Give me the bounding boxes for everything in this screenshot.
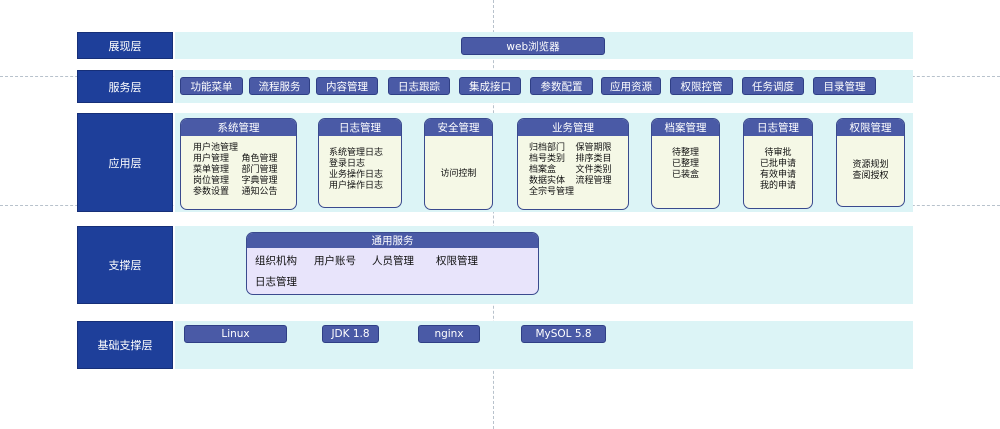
module-item: 我的申请 bbox=[759, 181, 796, 191]
module-item: 查阅授权 bbox=[852, 171, 889, 181]
module-title: 日志管理 bbox=[744, 119, 812, 136]
service-item: 权限控管 bbox=[670, 77, 733, 95]
module-item: 部门管理 bbox=[241, 165, 278, 175]
base-item: Linux bbox=[184, 325, 287, 343]
module-title: 安全管理 bbox=[425, 119, 492, 136]
module-title: 系统管理 bbox=[181, 119, 296, 136]
base-item: MySOL 5.8 bbox=[521, 325, 606, 343]
layer-label-service: 服务层 bbox=[77, 70, 173, 103]
support-item: 用户账号 bbox=[314, 255, 356, 267]
module-title: 业务管理 bbox=[518, 119, 628, 136]
module-item: 用户池管理 bbox=[193, 143, 239, 153]
module-item: 用户操作日志 bbox=[329, 181, 384, 191]
base-item: nginx bbox=[418, 325, 480, 343]
common-services-panel: 通用服务 组织机构 用户账号 人员管理 权限管理 日志管理 bbox=[246, 232, 539, 295]
layer-label-base: 基础支撑层 bbox=[77, 321, 173, 369]
module-item: 文件类别 bbox=[575, 165, 612, 175]
module-item: 保管期限 bbox=[575, 143, 612, 153]
module-item: 字典管理 bbox=[241, 176, 278, 186]
module-item: 有效申请 bbox=[759, 170, 796, 180]
module-item: 排序类目 bbox=[575, 154, 612, 164]
module-item: 档号类别 bbox=[529, 154, 566, 164]
module-permission-management: 权限管理 资源规划 查阅授权 bbox=[836, 118, 905, 207]
module-item: 归档部门 bbox=[529, 143, 566, 153]
module-item: 已批申请 bbox=[759, 159, 796, 169]
service-item: 流程服务 bbox=[249, 77, 310, 95]
base-item: JDK 1.8 bbox=[322, 325, 379, 343]
module-log-management: 日志管理 系统管理日志 登录日志 业务操作日志 用户操作日志 bbox=[318, 118, 402, 208]
module-item: 菜单管理 bbox=[193, 165, 230, 175]
module-security-management: 安全管理 访问控制 bbox=[424, 118, 493, 210]
module-item: 待整理 bbox=[671, 148, 699, 158]
module-item: 角色管理 bbox=[241, 154, 278, 164]
service-item: 内容管理 bbox=[316, 77, 378, 95]
layer-label-application: 应用层 bbox=[77, 113, 173, 212]
module-item: 登录日志 bbox=[329, 159, 366, 169]
module-item: 数据实体 bbox=[529, 176, 566, 186]
module-item: 通知公告 bbox=[241, 187, 278, 197]
support-item: 组织机构 bbox=[255, 255, 297, 267]
support-item: 权限管理 bbox=[436, 255, 478, 267]
module-archive-management: 档案管理 待整理 已整理 已装盒 bbox=[651, 118, 720, 209]
module-title: 档案管理 bbox=[652, 119, 719, 136]
module-item: 全宗号管理 bbox=[529, 187, 575, 197]
module-system-management: 系统管理 用户池管理 用户管理 菜单管理 岗位管理 参数设置 角色管理 部门管理… bbox=[180, 118, 297, 210]
service-item: 集成接口 bbox=[459, 77, 521, 95]
vertical-guide-line bbox=[493, 0, 494, 429]
module-item: 用户管理 bbox=[193, 154, 230, 164]
layer-label-support: 支撑层 bbox=[77, 226, 173, 304]
module-item: 系统管理日志 bbox=[329, 148, 384, 158]
service-item: 功能菜单 bbox=[180, 77, 243, 95]
module-item: 参数设置 bbox=[193, 187, 230, 197]
module-item: 岗位管理 bbox=[193, 176, 230, 186]
service-item: 任务调度 bbox=[742, 77, 804, 95]
service-item: 参数配置 bbox=[530, 77, 593, 95]
service-item: 日志跟踪 bbox=[388, 77, 450, 95]
web-browser-box: web浏览器 bbox=[461, 37, 605, 55]
service-item: 应用资源 bbox=[601, 77, 661, 95]
module-item bbox=[242, 143, 291, 154]
module-item: 已整理 bbox=[671, 159, 699, 169]
panel-title: 通用服务 bbox=[247, 233, 538, 248]
module-item: 待审批 bbox=[764, 148, 792, 158]
module-title: 日志管理 bbox=[319, 119, 401, 136]
module-title: 权限管理 bbox=[837, 119, 904, 136]
support-item: 日志管理 bbox=[255, 276, 297, 288]
support-item: 人员管理 bbox=[372, 255, 414, 267]
layer-label-presentation: 展现层 bbox=[77, 32, 173, 59]
module-item: 档案盒 bbox=[529, 165, 557, 175]
module-log-management-2: 日志管理 待审批 已批申请 有效申请 我的申请 bbox=[743, 118, 813, 209]
module-item: 业务操作日志 bbox=[329, 170, 384, 180]
module-business-management: 业务管理 归档部门 档号类别 档案盒 数据实体 全宗号管理 保管期限 排序类目 … bbox=[517, 118, 629, 210]
module-item: 流程管理 bbox=[575, 176, 612, 186]
module-item: 已装盒 bbox=[671, 170, 699, 180]
module-item: 访问控制 bbox=[440, 169, 477, 179]
module-item: 资源规划 bbox=[852, 160, 889, 170]
service-item: 目录管理 bbox=[813, 77, 876, 95]
